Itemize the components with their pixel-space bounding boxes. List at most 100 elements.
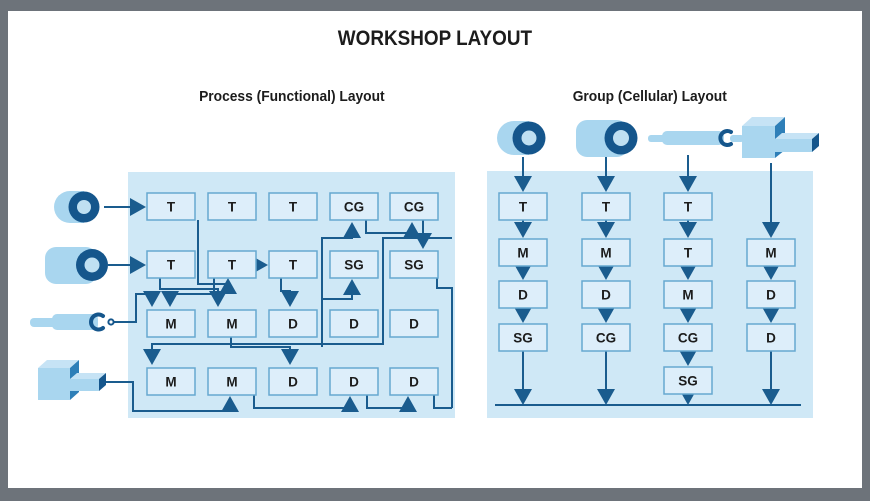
machine-box-rect [663,280,713,309]
machine-box-rect [389,192,439,221]
flow-arrow [321,222,361,347]
machine-box-label: T [684,200,693,215]
machine-box-label: CG [596,331,616,346]
machine-box-rect [329,192,379,221]
machine-box-CG: CG [581,323,631,352]
shaft-part-icon [648,129,754,147]
machine-box-SG: SG [663,366,713,395]
page-title: WORKSHOP LAYOUT [337,27,533,50]
machine-box-rect [207,250,257,279]
machine-box-rect [207,192,257,221]
machine-box-rect [207,367,257,396]
machine-box-label: M [165,317,176,332]
machine-box-label: T [167,258,176,273]
machine-box-CG: CG [329,192,379,221]
machine-box-T: T [146,250,196,279]
flow-arrow [366,395,417,412]
process-layout-title: Process (Functional) Layout [198,88,385,105]
group-layout-title: Group (Cellular) Layout [572,88,728,105]
machine-box-label: T [289,200,298,215]
machine-box-label: D [288,375,298,390]
machine-box-SG: SG [329,250,379,279]
machine-box-label: SG [344,258,364,273]
machine-box-rect [329,309,379,338]
cylinder-part-icon [576,120,638,157]
machine-box-M: M [207,309,257,338]
machine-box-T: T [663,192,713,221]
machine-box-label: D [766,331,776,346]
flow-arrow [436,278,453,408]
machine-box-label: T [228,200,237,215]
machine-box-rect [498,280,548,309]
block-part-icon [742,117,819,158]
flow-arrow [433,395,452,409]
machine-box-T: T [207,192,257,221]
machine-box-rect [329,367,379,396]
machine-box-T: T [268,250,318,279]
machine-box-D: D [581,280,631,309]
machine-box-label: D [349,317,359,332]
machine-box-rect [663,323,713,352]
machine-box-label: T [602,200,611,215]
machine-box-M: M [746,238,796,267]
machine-box-rect [146,192,196,221]
machine-box-label: T [519,200,528,215]
block-part-icon [38,360,106,400]
machine-box-label: M [226,317,237,332]
machine-box-rect [146,309,196,338]
machine-box-label: SG [404,258,424,273]
machine-box-label: D [766,288,776,303]
machine-box-label: D [409,317,419,332]
machine-box-label: M [226,375,237,390]
machine-box-label: T [167,200,176,215]
machine-box-label: M [165,375,176,390]
machine-box-rect [498,192,548,221]
flow-arrow [113,291,161,323]
ring-part-icon [497,121,546,155]
machine-box-rect [498,238,548,267]
machine-box-rect [746,280,796,309]
machine-box-rect [389,367,439,396]
ring-part-icon [54,191,100,223]
machine-box-rect [746,323,796,352]
machine-box-label: M [517,246,528,261]
machine-box-rect [389,309,439,338]
machine-box-label: T [289,258,298,273]
machine-box-T: T [268,192,318,221]
machine-box-CG: CG [389,192,439,221]
machine-box-rect [581,280,631,309]
flow-arrow [143,237,452,365]
machine-box-T: T [146,192,196,221]
machine-box-D: D [746,280,796,309]
flow-arrow [159,278,227,307]
machine-box-M: M [581,238,631,267]
machine-box-T: T [663,238,713,267]
machine-box-M: M [146,367,196,396]
machine-box-D: D [329,309,379,338]
machine-box-rect [268,367,318,396]
machine-box-label: CG [404,200,424,215]
machine-box-D: D [746,323,796,352]
machine-box-rect [746,238,796,267]
machine-box-T: T [207,250,257,279]
machine-box-label: M [600,246,611,261]
machine-box-label: M [682,288,693,303]
machine-box-M: M [498,238,548,267]
machine-box-D: D [389,367,439,396]
flow-arrow [106,381,239,412]
machine-box-rect [389,250,439,279]
machine-box-rect [268,192,318,221]
flow-arrow [322,279,361,300]
machine-box-label: CG [678,331,698,346]
machine-box-D: D [268,309,318,338]
machine-box-rect [663,238,713,267]
machine-box-label: D [409,375,419,390]
machine-box-rect [329,250,379,279]
machine-box-rect [268,309,318,338]
machine-box-M: M [207,367,257,396]
machine-box-M: M [146,309,196,338]
flow-arrow [253,395,359,412]
machine-box-rect [268,250,318,279]
